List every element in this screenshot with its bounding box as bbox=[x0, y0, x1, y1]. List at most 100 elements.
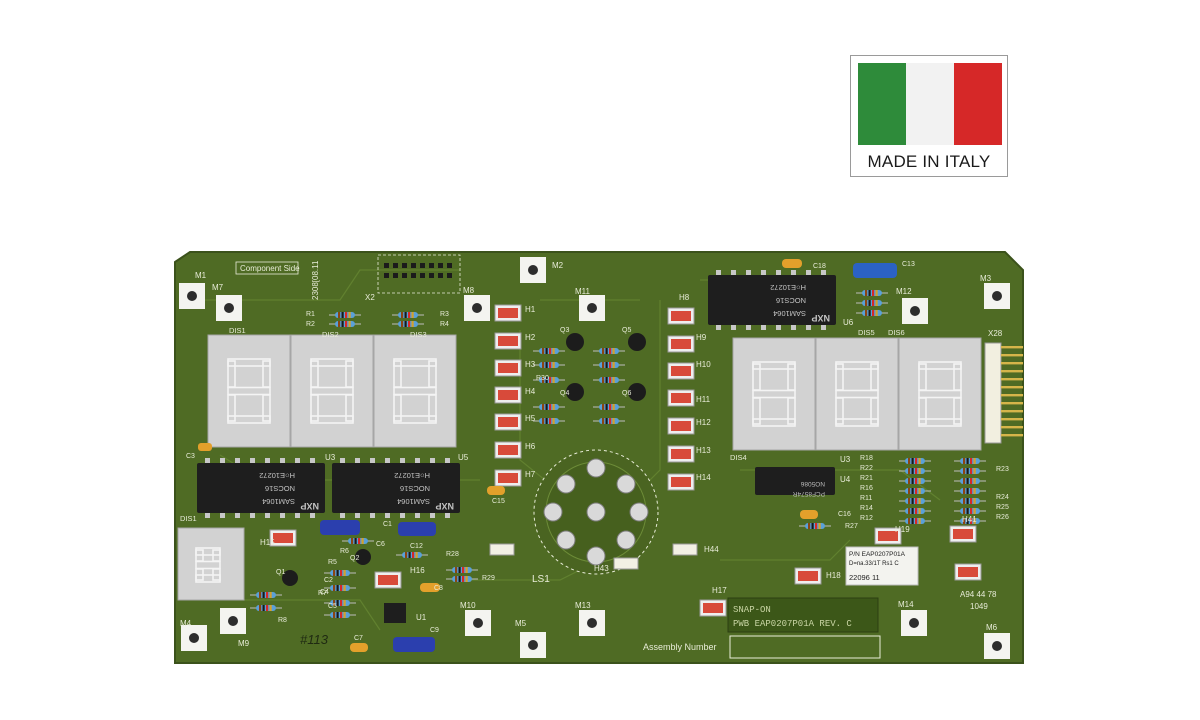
silk-label: DIS2 bbox=[322, 330, 339, 339]
mount-hole bbox=[187, 291, 197, 301]
silk-label: R5 bbox=[328, 559, 337, 566]
resistor bbox=[899, 518, 931, 524]
resistor bbox=[899, 508, 931, 514]
silk-label: R16 bbox=[860, 485, 873, 492]
silk-label: DIS4 bbox=[730, 453, 747, 462]
silk-label: H6 bbox=[525, 442, 536, 451]
seven-segment-digit-small bbox=[177, 527, 245, 601]
silk-label: C5 bbox=[328, 603, 337, 610]
header-pin bbox=[384, 273, 389, 278]
header-pin bbox=[420, 263, 425, 268]
resistor bbox=[954, 468, 986, 474]
red-led bbox=[498, 336, 518, 346]
silk-label: C13 bbox=[902, 261, 915, 268]
speaker-hole bbox=[543, 502, 563, 522]
capacitors bbox=[198, 259, 897, 652]
connector-pin bbox=[1001, 386, 1023, 389]
sticker-pn: P/N EAP0207P01A bbox=[849, 551, 906, 558]
cap-c12 bbox=[320, 520, 360, 535]
connector-pin bbox=[1001, 378, 1023, 381]
resistor bbox=[799, 523, 831, 529]
silk-label: C1 bbox=[383, 521, 392, 528]
chip-pin bbox=[761, 270, 766, 276]
italian-flag-icon bbox=[858, 63, 1002, 145]
chip-pin bbox=[761, 324, 766, 330]
silk-label: R6 bbox=[340, 548, 349, 555]
chip-pin bbox=[250, 458, 255, 464]
silk-label: H7 bbox=[525, 470, 536, 479]
display-segment bbox=[835, 389, 879, 399]
chip-brand: NXP bbox=[300, 501, 319, 511]
silk-label: C7 bbox=[354, 635, 363, 642]
silk-label: R8 bbox=[278, 617, 287, 624]
chip-pin bbox=[220, 512, 225, 518]
chip-marking: H○E10272 bbox=[259, 471, 295, 480]
silk-label: M12 bbox=[896, 287, 912, 296]
resistor bbox=[593, 377, 625, 383]
chip-pin bbox=[445, 512, 450, 518]
silk-label: C8 bbox=[434, 585, 443, 592]
silk-label: H9 bbox=[696, 333, 707, 342]
chip-pin bbox=[791, 270, 796, 276]
connector-pin bbox=[1001, 402, 1023, 405]
resistor bbox=[954, 498, 986, 504]
resistor bbox=[329, 321, 361, 327]
chip-pin bbox=[340, 512, 345, 518]
sticker-serial: 22096 11 bbox=[849, 573, 880, 582]
silk-label: C6 bbox=[376, 541, 385, 548]
cap-c16 bbox=[800, 510, 818, 519]
silk-label: R23 bbox=[996, 466, 1009, 473]
chip-pin bbox=[716, 270, 721, 276]
silk-label: DIS3 bbox=[410, 330, 427, 339]
silk-label: Q5 bbox=[622, 327, 631, 334]
silk-component-side: Component Side bbox=[240, 264, 300, 273]
resistor bbox=[954, 518, 986, 524]
silk-label: R21 bbox=[860, 475, 873, 482]
chip-pin bbox=[746, 270, 751, 276]
chip-marking: NOCS16 bbox=[265, 484, 295, 493]
silk-label: U6 bbox=[843, 318, 854, 327]
header-pin bbox=[429, 273, 434, 278]
resistor bbox=[533, 348, 565, 354]
header-pin bbox=[384, 263, 389, 268]
chip-pin bbox=[265, 458, 270, 464]
silk-label: M10 bbox=[460, 601, 476, 610]
red-led bbox=[703, 603, 723, 613]
resistor bbox=[533, 362, 565, 368]
red-led bbox=[671, 449, 691, 459]
silk-label: H43 bbox=[594, 564, 609, 573]
mount-hole bbox=[189, 633, 199, 643]
silk-label: M13 bbox=[575, 601, 591, 610]
serial-sticker bbox=[845, 546, 919, 586]
header-pin bbox=[393, 273, 398, 278]
snapon-label-plate bbox=[727, 597, 879, 633]
red-led bbox=[498, 417, 518, 427]
red-led bbox=[798, 571, 818, 581]
silk-label: C3 bbox=[186, 453, 195, 460]
chip-small-u4 bbox=[755, 467, 835, 495]
resistors bbox=[250, 290, 986, 618]
chip-pin bbox=[280, 458, 285, 464]
chip-body bbox=[332, 463, 460, 513]
resistor bbox=[954, 488, 986, 494]
silk-label: H1 bbox=[525, 305, 536, 314]
silk-label: M14 bbox=[898, 600, 914, 609]
connector-pin bbox=[1001, 354, 1023, 357]
mount-hole bbox=[992, 641, 1002, 651]
mount-hole bbox=[228, 616, 238, 626]
speaker-hole bbox=[586, 502, 606, 522]
chip-pin bbox=[340, 458, 345, 464]
silk-label: DIS5 bbox=[858, 328, 875, 337]
header-pin bbox=[438, 273, 443, 278]
connector-pin bbox=[1001, 370, 1023, 373]
silk-label: H5 bbox=[525, 414, 536, 423]
chip-pin bbox=[205, 512, 210, 518]
silk-label: H10 bbox=[696, 360, 711, 369]
red-led bbox=[671, 311, 691, 321]
silk-label: C16 bbox=[838, 511, 851, 518]
silk-label: C15 bbox=[492, 498, 505, 505]
header-pin bbox=[447, 273, 452, 278]
resistor bbox=[856, 300, 888, 306]
silk-label: M1 bbox=[195, 271, 207, 280]
resistor bbox=[446, 567, 478, 573]
